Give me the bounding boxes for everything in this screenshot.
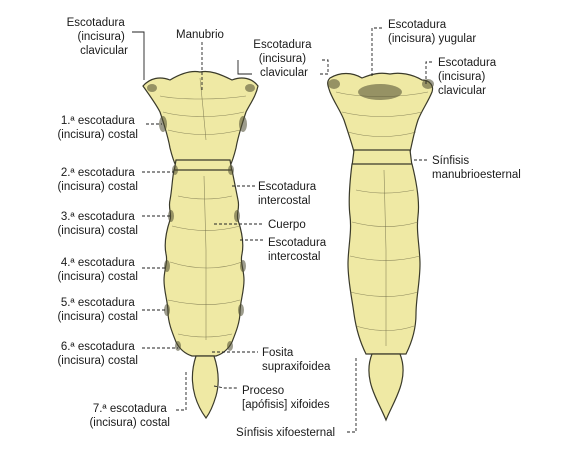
sternum-anterior: [142, 70, 259, 420]
label-costal-4: 4.ª escotadura (incisura) costal: [57, 257, 138, 283]
xiphoid-posterior: [368, 353, 404, 422]
xiphoid-anterior: [191, 355, 219, 420]
label-sinfisis-manubrio: Sínfisis manubrioesternal: [432, 155, 521, 181]
label-costal-2: 2.ª escotadura (incisura) costal: [57, 167, 138, 193]
sternal-body-anterior: [163, 169, 245, 357]
label-clavicular-mid: Escotadura (incisura) clavicular: [253, 39, 314, 79]
label-costal-1: 1.ª escotadura (incisura) costal: [57, 115, 138, 141]
label-yugular: Escotadura (incisura) yugular: [388, 19, 476, 45]
leader-lines: [132, 27, 432, 433]
sternal-body-posterior: [347, 163, 421, 355]
labels: Escotadura (incisura) clavicular Manubri…: [57, 17, 520, 439]
label-costal-5: 5.ª escotadura (incisura) costal: [57, 297, 138, 323]
label-intercostal-1: Escotadura intercostal: [258, 181, 319, 207]
label-cuerpo: Cuerpo: [268, 219, 306, 231]
label-sinfisis-xifoesternal: Sínfisis xifoesternal: [236, 427, 335, 439]
label-clavicular-right: Escotadura (incisura) clavicular: [438, 57, 499, 97]
label-fosita: Fosita supraxifoidea: [262, 347, 331, 373]
label-clavicular-left: Escotadura (incisura) clavicular: [67, 17, 129, 57]
sternum-posterior: [327, 72, 434, 422]
manubrium-anterior: [142, 70, 259, 167]
label-intercostal-2: Escotadura intercostal: [268, 237, 329, 263]
label-manubrio: Manubrio: [176, 29, 224, 41]
label-costal-6: 6.ª escotadura (incisura) costal: [57, 341, 138, 367]
label-costal-7: 7.ª escotadura (incisura) costal: [89, 403, 170, 429]
label-costal-3: 3.ª escotadura (incisura) costal: [57, 211, 138, 237]
label-proceso: Proceso [apófisis] xifoides: [242, 385, 330, 411]
manubrium-posterior: [327, 72, 434, 153]
